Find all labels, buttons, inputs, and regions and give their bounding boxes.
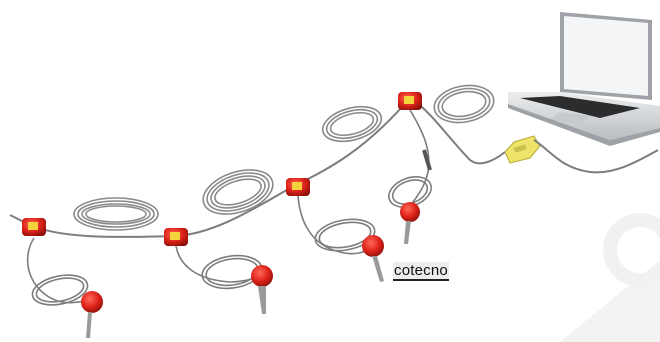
temperature-probe-icon	[81, 291, 103, 338]
coiled-cable-icon	[74, 198, 158, 230]
usb-cable	[534, 140, 658, 172]
temperature-probe-icon	[400, 202, 420, 244]
probe-junction-icon	[286, 178, 310, 196]
watermark-shape	[560, 220, 660, 342]
laptop-icon	[508, 12, 660, 146]
coiled-cable-icon	[431, 81, 496, 127]
temperature-probe-icon	[251, 265, 273, 314]
coiled-cable-icon	[319, 101, 385, 147]
coiled-cable-icon	[198, 162, 279, 222]
probe-junction-icon	[164, 228, 188, 246]
probe-junction-icon	[22, 218, 46, 236]
probe-junction-icon	[398, 92, 422, 110]
temperature-probe-icon	[362, 235, 384, 282]
brand-label: cotecno	[393, 262, 449, 281]
